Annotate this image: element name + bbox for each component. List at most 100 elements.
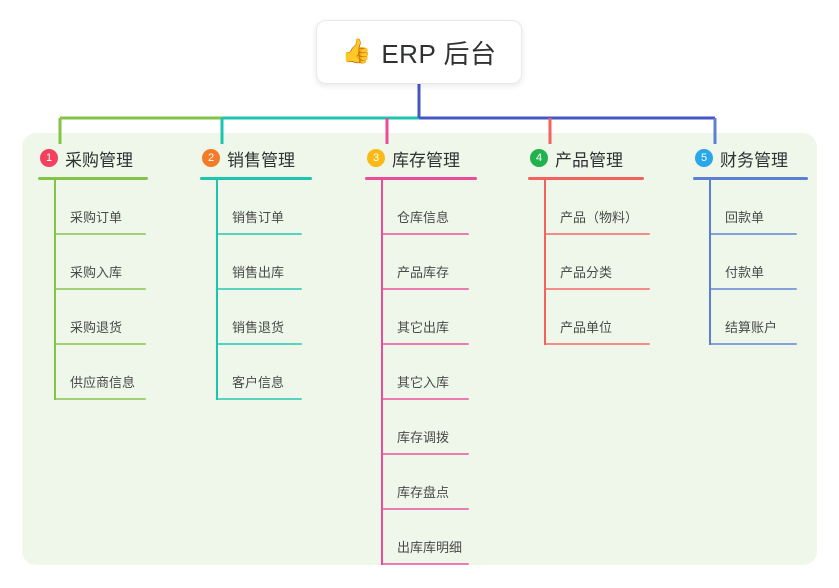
list-item-label: 供应商信息 bbox=[70, 375, 136, 390]
column-3: 3 库存管理仓库信息产品库存其它出库其它入库库存调拨库存盘点出库库明细 bbox=[365, 146, 477, 565]
list-item-label: 付款单 bbox=[725, 265, 765, 280]
list-item[interactable]: 供应商信息 bbox=[54, 345, 148, 400]
list-item[interactable]: 付款单 bbox=[709, 235, 808, 290]
list-item-rule bbox=[544, 233, 650, 235]
column-header-3[interactable]: 3 库存管理 bbox=[365, 146, 477, 170]
list-item-label: 出库库明细 bbox=[397, 540, 463, 555]
list-item[interactable]: 库存盘点 bbox=[381, 455, 477, 510]
column-badge-1: 1 bbox=[40, 149, 58, 167]
list-item-rule bbox=[216, 398, 302, 400]
list-item[interactable]: 客户信息 bbox=[216, 345, 312, 400]
column-5: 5 财务管理回款单付款单结算账户 bbox=[693, 146, 808, 345]
column-items-4: 产品（物料） 产品分类产品单位 bbox=[528, 180, 650, 345]
column-title-4: 产品管理 bbox=[555, 150, 623, 170]
list-item-rule bbox=[709, 233, 797, 235]
list-item-label: 采购入库 bbox=[70, 265, 123, 280]
list-item-rule bbox=[381, 233, 469, 235]
list-item-label: 产品单位 bbox=[560, 320, 613, 335]
list-item-rule bbox=[216, 288, 302, 290]
list-item[interactable]: 其它入库 bbox=[381, 345, 477, 400]
column-title-3: 库存管理 bbox=[392, 150, 460, 170]
list-item-rule bbox=[54, 288, 146, 290]
list-item-label: 库存调拨 bbox=[397, 430, 450, 445]
list-item[interactable]: 出库库明细 bbox=[381, 510, 477, 565]
list-item[interactable]: 产品（物料） bbox=[544, 180, 650, 235]
list-item-label: 客户信息 bbox=[232, 375, 285, 390]
list-item-label: 销售订单 bbox=[232, 210, 285, 225]
list-item-label: 产品分类 bbox=[560, 265, 613, 280]
list-item[interactable]: 采购入库 bbox=[54, 235, 148, 290]
diagram-background-panel bbox=[22, 133, 817, 565]
list-item-rule bbox=[381, 508, 469, 510]
column-4: 4 产品管理产品（物料） 产品分类产品单位 bbox=[528, 146, 650, 345]
list-item[interactable]: 销售退货 bbox=[216, 290, 312, 345]
list-item-rule bbox=[54, 343, 146, 345]
list-item-rule bbox=[544, 288, 650, 290]
column-spine-2 bbox=[216, 180, 218, 400]
list-item-rule bbox=[381, 453, 469, 455]
column-items-3: 仓库信息产品库存其它出库其它入库库存调拨库存盘点出库库明细 bbox=[365, 180, 477, 565]
list-item-rule bbox=[216, 343, 302, 345]
list-item[interactable]: 其它出库 bbox=[381, 290, 477, 345]
list-item-rule bbox=[381, 398, 469, 400]
list-item[interactable]: 采购订单 bbox=[54, 180, 148, 235]
list-item-label: 产品库存 bbox=[397, 265, 450, 280]
list-item[interactable]: 结算账户 bbox=[709, 290, 808, 345]
list-item[interactable]: 产品库存 bbox=[381, 235, 477, 290]
column-title-2: 销售管理 bbox=[227, 150, 295, 170]
list-item-rule bbox=[216, 233, 302, 235]
thumbs-up-icon: 👍 bbox=[341, 38, 372, 65]
column-title-1: 采购管理 bbox=[65, 150, 133, 170]
column-title-5: 财务管理 bbox=[720, 150, 788, 170]
column-rule-1 bbox=[38, 177, 148, 180]
root-title: ERP 后台 bbox=[381, 38, 497, 69]
column-items-2: 销售订单销售出库销售退货客户信息 bbox=[200, 180, 312, 400]
column-items-5: 回款单付款单结算账户 bbox=[693, 180, 808, 345]
column-rule-5 bbox=[693, 177, 808, 180]
list-item[interactable]: 采购退货 bbox=[54, 290, 148, 345]
list-item-rule bbox=[381, 563, 469, 565]
list-item[interactable]: 产品分类 bbox=[544, 235, 650, 290]
list-item-label: 采购退货 bbox=[70, 320, 123, 335]
list-item-label: 库存盘点 bbox=[397, 485, 450, 500]
list-item-label: 销售退货 bbox=[232, 320, 285, 335]
column-rule-2 bbox=[200, 177, 312, 180]
list-item[interactable]: 销售订单 bbox=[216, 180, 312, 235]
list-item-rule bbox=[381, 288, 469, 290]
root-node[interactable]: 👍 ERP 后台 bbox=[316, 20, 522, 84]
column-spine-5 bbox=[709, 180, 711, 345]
list-item-rule bbox=[544, 343, 650, 345]
column-rule-4 bbox=[528, 177, 644, 180]
list-item-rule bbox=[709, 288, 797, 290]
column-header-2[interactable]: 2 销售管理 bbox=[200, 146, 312, 170]
column-header-4[interactable]: 4 产品管理 bbox=[528, 146, 644, 170]
list-item-label: 其它出库 bbox=[397, 320, 450, 335]
list-item-rule bbox=[709, 343, 797, 345]
column-badge-2: 2 bbox=[202, 149, 220, 167]
list-item-rule bbox=[381, 343, 469, 345]
list-item-label: 仓库信息 bbox=[397, 210, 450, 225]
column-badge-5: 5 bbox=[695, 149, 713, 167]
column-rule-3 bbox=[365, 177, 477, 180]
column-items-1: 采购订单采购入库采购退货供应商信息 bbox=[38, 180, 148, 400]
column-spine-4 bbox=[544, 180, 546, 345]
list-item-label: 其它入库 bbox=[397, 375, 450, 390]
column-header-1[interactable]: 1 采购管理 bbox=[38, 146, 148, 170]
list-item[interactable]: 销售出库 bbox=[216, 235, 312, 290]
column-spine-3 bbox=[381, 180, 383, 565]
list-item-label: 产品（物料） bbox=[560, 210, 639, 225]
column-badge-4: 4 bbox=[530, 149, 548, 167]
column-spine-1 bbox=[54, 180, 56, 400]
list-item-rule bbox=[54, 398, 146, 400]
list-item[interactable]: 仓库信息 bbox=[381, 180, 477, 235]
column-header-5[interactable]: 5 财务管理 bbox=[693, 146, 808, 170]
list-item[interactable]: 回款单 bbox=[709, 180, 808, 235]
list-item-label: 结算账户 bbox=[725, 320, 778, 335]
list-item-rule bbox=[54, 233, 146, 235]
list-item-label: 销售出库 bbox=[232, 265, 285, 280]
column-badge-3: 3 bbox=[367, 149, 385, 167]
list-item[interactable]: 库存调拨 bbox=[381, 400, 477, 455]
column-1: 1 采购管理采购订单采购入库采购退货供应商信息 bbox=[38, 146, 148, 400]
list-item[interactable]: 产品单位 bbox=[544, 290, 650, 345]
